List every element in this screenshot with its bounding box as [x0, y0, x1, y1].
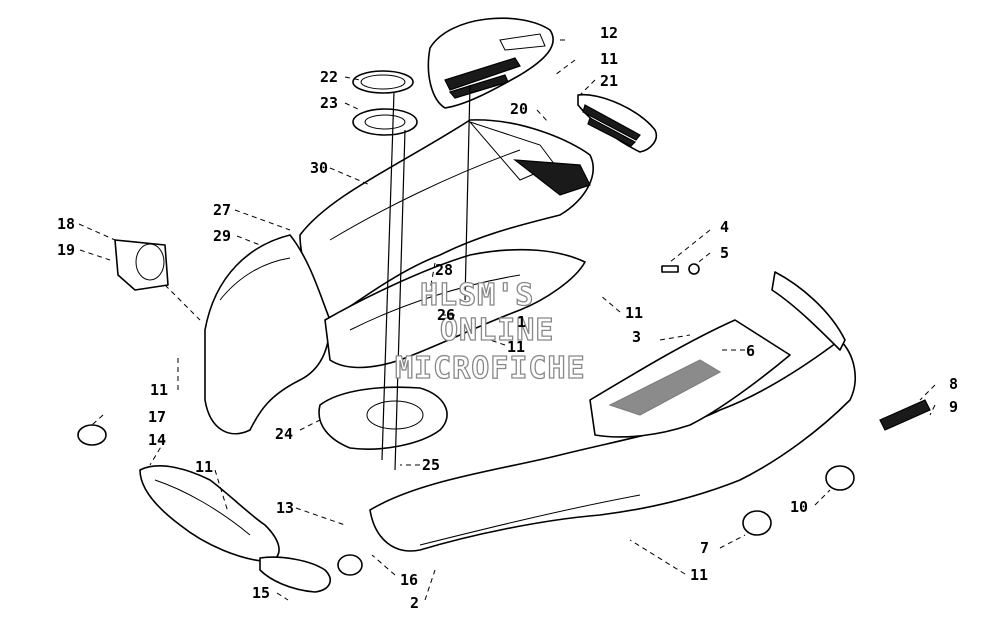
callout-1: 1 — [517, 313, 526, 331]
part-27-side-panel — [204, 234, 331, 435]
part-2-belly-pan — [369, 339, 856, 552]
callout-27: 27 — [213, 201, 231, 219]
part-14-bumper — [139, 465, 280, 563]
callout-13: 13 — [276, 499, 294, 517]
part-12-vent-cover — [427, 17, 554, 109]
callout-16: 16 — [400, 571, 418, 589]
callout-18: 18 — [57, 215, 75, 233]
part-3-floor-mat — [589, 319, 791, 438]
callout-11-d: 11 — [600, 50, 618, 68]
callout-22: 22 — [320, 68, 338, 86]
part-8-reflector — [879, 399, 931, 431]
callout-4: 4 — [720, 218, 729, 236]
callout-9: 9 — [949, 398, 958, 416]
part-23-gasket — [352, 108, 418, 136]
callout-11-e: 11 — [625, 304, 643, 322]
callout-28: 28 — [435, 261, 453, 279]
watermark-line-3: MICROFICHE — [395, 351, 586, 386]
callout-25: 25 — [422, 456, 440, 474]
part-10-cap — [825, 465, 855, 491]
callout-12: 12 — [600, 24, 618, 42]
watermark: HLSM'S ONLINE MICROFICHE — [394, 277, 586, 386]
callout-10: 10 — [790, 498, 808, 516]
watermark-line-2: ONLINE — [440, 313, 554, 348]
callout-17: 17 — [148, 408, 166, 426]
callout-8: 8 — [949, 375, 958, 393]
watermark-line-1: HLSM'S — [420, 278, 534, 313]
part-22-ring — [352, 70, 414, 94]
callout-11-f: 11 — [690, 566, 708, 584]
part-18-headlight — [114, 239, 169, 291]
part-7-cap — [742, 510, 772, 536]
callout-labels: 22 23 30 27 29 18 19 11 17 14 11 24 25 1… — [57, 24, 958, 612]
callout-7: 7 — [700, 539, 709, 557]
part-6-side-trim — [771, 271, 846, 351]
callout-14: 14 — [148, 431, 166, 449]
callout-24: 24 — [275, 425, 293, 443]
callout-15: 15 — [252, 584, 270, 602]
callout-30: 30 — [310, 159, 328, 177]
part-21-side-vent — [577, 93, 658, 153]
callout-20: 20 — [510, 100, 528, 118]
callout-26: 26 — [437, 306, 455, 324]
callout-23: 23 — [320, 94, 338, 112]
callout-19: 19 — [57, 241, 75, 259]
leader-lines — [78, 39, 936, 601]
callout-5: 5 — [720, 244, 729, 262]
callout-2: 2 — [410, 594, 419, 612]
part-17-bezel — [77, 424, 107, 446]
callout-3: 3 — [632, 328, 641, 346]
part-15-skid-plate — [259, 556, 331, 593]
part-16-grommet — [337, 554, 363, 576]
callout-29: 29 — [213, 227, 231, 245]
callout-11-b: 11 — [195, 458, 213, 476]
callout-6: 6 — [746, 342, 755, 360]
callout-11-c: 11 — [507, 338, 525, 356]
part-5-washer — [688, 263, 700, 275]
callout-21: 21 — [600, 72, 618, 90]
callout-11-a: 11 — [150, 381, 168, 399]
part-4-bolt — [661, 265, 679, 273]
